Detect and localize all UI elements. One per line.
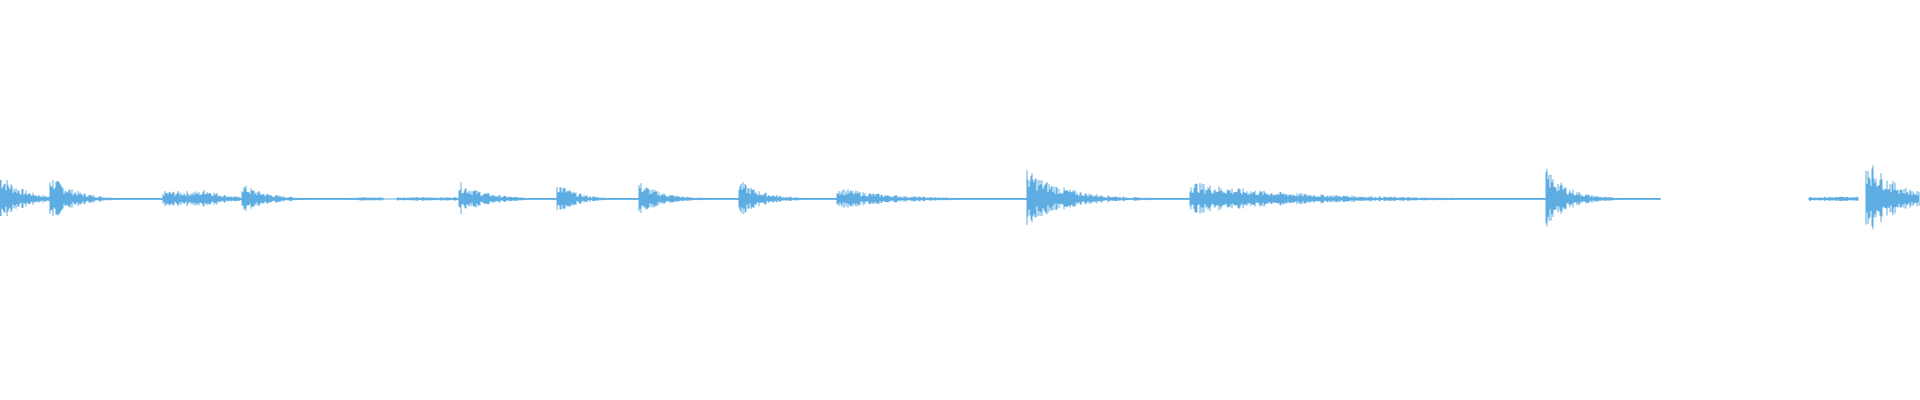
waveform-segment	[241, 185, 349, 211]
waveform-segment	[1545, 168, 1661, 227]
waveform-segment	[458, 182, 557, 214]
waveform-segment	[1026, 170, 1190, 225]
waveform-segment	[162, 191, 204, 207]
waveform-segment	[738, 182, 837, 215]
waveform-segment	[396, 197, 459, 201]
waveform-segment	[49, 179, 163, 217]
waveform-segment	[1189, 182, 1546, 214]
waveform-segment	[1865, 165, 1920, 230]
waveform-segment	[1808, 196, 1859, 202]
waveform-segment	[836, 189, 1027, 208]
waveform-segment	[348, 197, 384, 201]
waveform-segment	[638, 183, 739, 214]
waveform-segment	[203, 190, 242, 207]
waveform-segment	[556, 187, 639, 210]
